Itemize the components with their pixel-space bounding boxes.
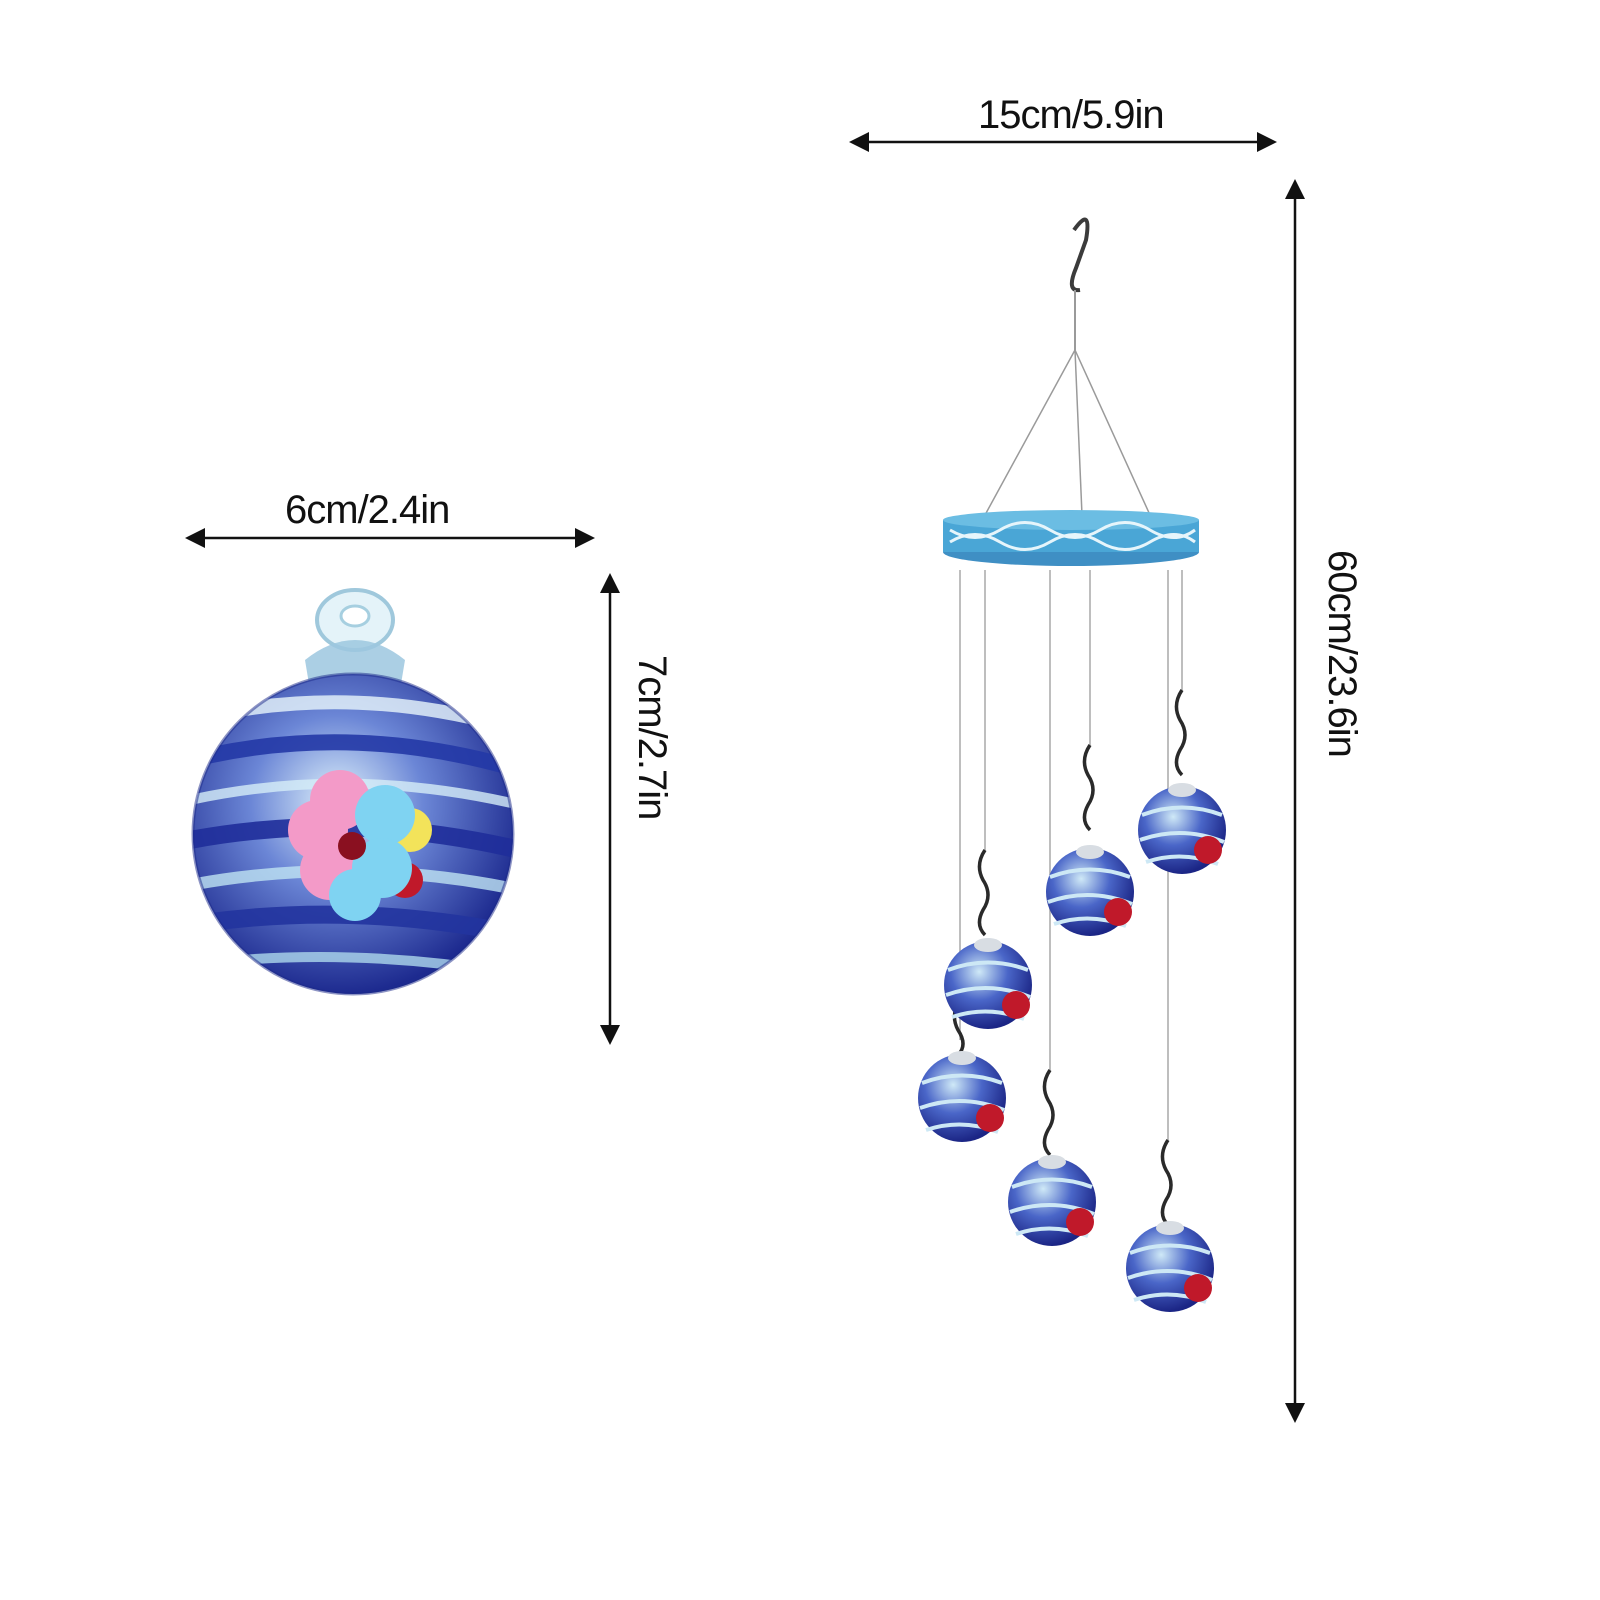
decorative-ring <box>943 510 1199 566</box>
single-ball-height-label: 7cm/2.7in <box>630 655 674 820</box>
suspension-wires <box>984 349 1151 516</box>
single-ball-width-label: 6cm/2.4in <box>285 488 450 532</box>
hanging-hook-icon <box>1069 217 1090 350</box>
feeder-ball-3 <box>944 938 1032 1029</box>
feeder-ball-1 <box>1138 783 1226 874</box>
feeder-ball-6 <box>1126 1221 1214 1312</box>
chime-height-label: 60cm/23.6in <box>1320 550 1364 757</box>
feeder-ball-4 <box>918 1051 1006 1142</box>
flower-port-icon <box>288 770 432 921</box>
s-hooks <box>952 689 1187 1227</box>
feeder-ball-2 <box>1046 845 1134 936</box>
feeder-ball-5 <box>1008 1155 1096 1246</box>
chime-width-label: 15cm/5.9in <box>978 93 1165 137</box>
